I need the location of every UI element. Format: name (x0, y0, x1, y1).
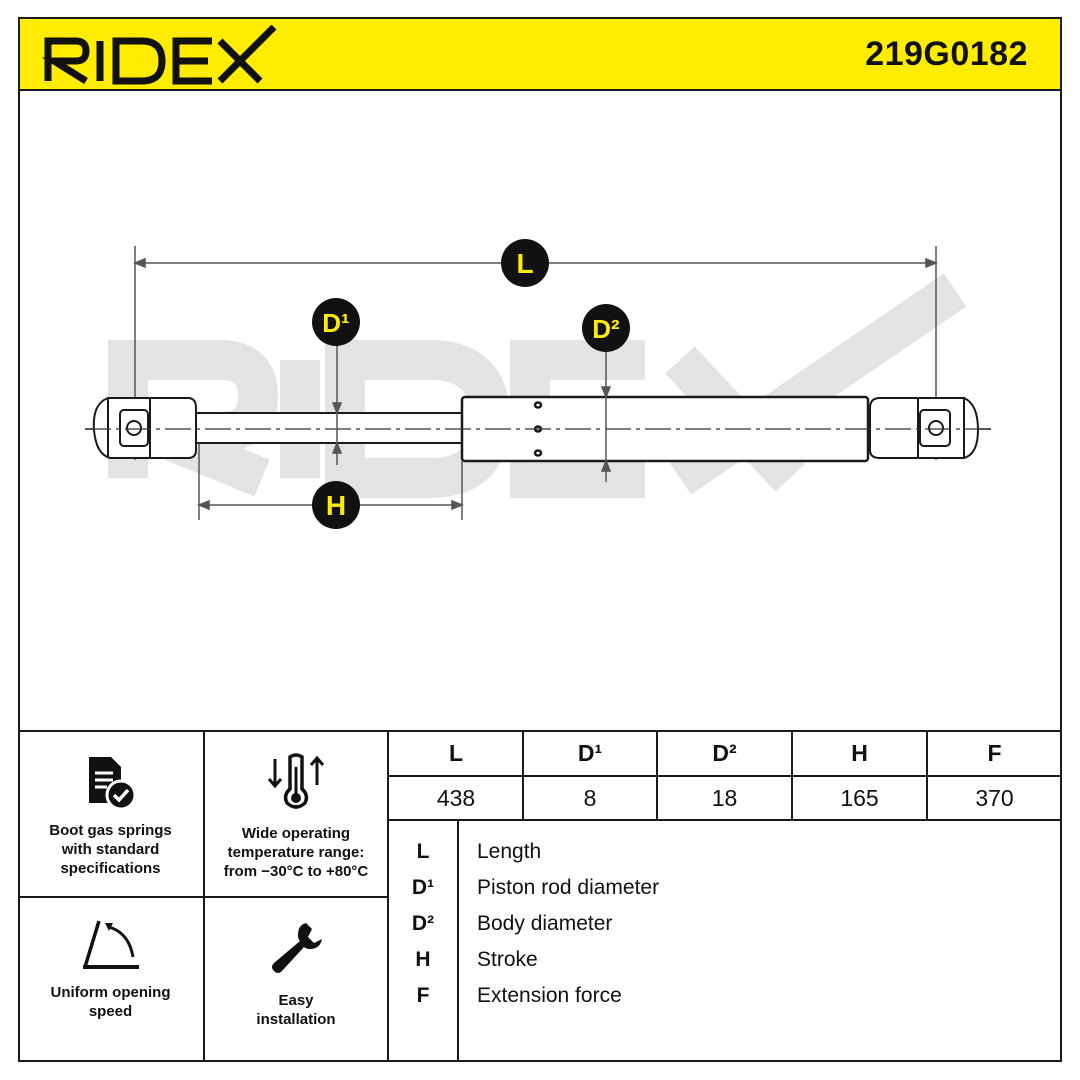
svg-text:L: L (516, 248, 533, 279)
spec-header-l: L (448, 739, 464, 766)
section-divider (18, 730, 1062, 732)
feature-grid-hline (18, 896, 389, 898)
dimension-d1 (331, 345, 343, 465)
spec-header-h: H (851, 739, 868, 766)
spec-value-f: 370 (975, 784, 1014, 811)
legend-item: D¹ Piston rod diameter (411, 876, 660, 899)
left-end-fitting (92, 397, 197, 459)
svg-text:D²: D² (592, 314, 620, 344)
svg-text:D¹: D¹ (322, 308, 349, 338)
label-d1: D¹ (312, 298, 360, 346)
spec-table-vline-1 (522, 731, 524, 820)
spec-value-h: 165 (840, 784, 879, 811)
label-d2: D² (582, 304, 630, 352)
opening-angle-icon (82, 920, 139, 969)
header-bar: 219G0182 (18, 17, 1062, 91)
document-check-icon (88, 757, 136, 811)
svg-text:H: H (326, 490, 346, 521)
label-l: L (501, 239, 549, 287)
legend-item: F Extension force (416, 984, 622, 1007)
legend-vline (457, 820, 459, 1062)
gas-spring-drawing: L D¹ D² H (85, 239, 995, 529)
legend-item: D² Body diameter (411, 912, 613, 935)
feature-uniform-opening: Uniform opening speed (18, 897, 203, 1062)
feature-temperature-range: Wide operating temperature range: from −… (204, 731, 388, 896)
part-number: 219G0182 (865, 35, 1028, 73)
spec-table-vline-2 (656, 731, 658, 820)
label-h: H (312, 481, 360, 529)
spec-value-l: 438 (436, 784, 476, 811)
piston-rod (195, 412, 465, 444)
legend-item: L Length (416, 840, 542, 863)
spec-table-vline-4 (926, 731, 928, 820)
feature-easy-installation: Easy installation (204, 897, 388, 1062)
feature-standard-specs: Boot gas springs with standard specifica… (18, 731, 203, 896)
spec-header-f: F (987, 739, 1002, 766)
spec-header-d1: D¹ (577, 739, 603, 766)
feature-table-separator (387, 731, 389, 1062)
thermometer-arrows-icon (267, 753, 325, 809)
spec-header-d2: D² (712, 739, 737, 766)
legend-item: H Stroke (415, 948, 538, 971)
spec-table-vline-3 (791, 731, 793, 820)
dimension-d2 (600, 352, 612, 482)
spec-value-d1: 8 (583, 784, 597, 811)
spec-table-hline-mid (388, 775, 1062, 777)
spec-table-hline-bottom (388, 819, 1062, 821)
ridex-logo (42, 25, 277, 85)
wrench-icon (272, 923, 322, 973)
spec-value-d2: 18 (711, 784, 738, 811)
right-end-fitting (869, 397, 980, 459)
